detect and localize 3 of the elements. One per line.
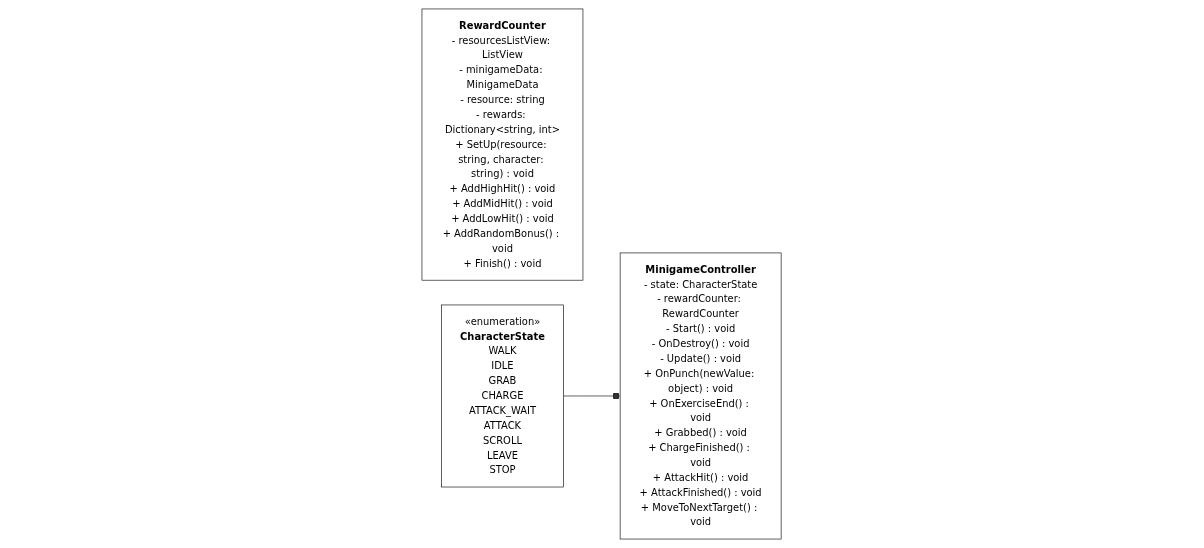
node-box: «enumeration» CharacterState WALK IDLE GRAB CHARGE ATTACK_WAIT ATTACK SCROLL LEAVE STOP — [441, 304, 565, 488]
node-box: MinigameController - state: CharacterState - rewardCounter: RewardCounter - Start() : void - OnDestroy() : void - Update() : void + OnPunch(newValue: object) : void + OnExerciseEnd() : void + Grabbed() : void + ChargeFinished() : void + AttackHit() : void + AttackFinished() : void + MoveToNextTarget() : void — [620, 252, 782, 540]
node-box: RewardCounter - resourcesListView: ListView - minigameData: MinigameData - resource: string - rewards: Dictionary<string, int> + SetUp(resource: string, character: string) : void + AddHighHit() : void + AddMidHit() : void + AddLowHit() : void + AddRandomBonus() : void + Finish() : void — [422, 8, 584, 281]
